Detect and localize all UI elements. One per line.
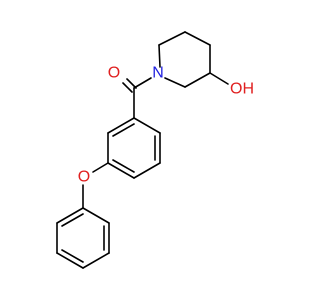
hydroxyl-label: OH: [230, 81, 254, 98]
ring2-bond-3: [82, 252, 110, 269]
bond-c2-c3: [158, 31, 186, 46]
ring1-bond-4: [107, 162, 135, 179]
ring2-bond-1: [82, 207, 110, 224]
bond-c3-c4: [184, 31, 211, 46]
phenyl-ring: [56, 207, 110, 269]
ring2-inner-2: [61, 249, 84, 263]
bond-carbonyl-o-b: [122, 82, 133, 93]
ring1-inner-3: [112, 123, 135, 137]
benzoyl-ring: [107, 117, 161, 179]
bond-c5-oh: [209, 72, 229, 85]
amide-group: [122, 77, 152, 119]
bond-carbonyl-o-a: [126, 78, 137, 89]
ring1-bond-1: [133, 117, 161, 134]
ring2-bond-6: [56, 207, 84, 224]
bond-n-c2: [158, 44, 161, 68]
ring1-bond-3: [133, 162, 161, 179]
ring1-inner-2: [112, 159, 135, 173]
ring1-bond-6: [107, 117, 135, 134]
bond-c6-n: [164, 77, 186, 88]
structure-diagram: O N OH O: [56, 31, 254, 269]
ether-oxygen-label: O: [78, 169, 90, 186]
ring2-bond-4: [56, 252, 84, 269]
piperidine-ring: [158, 31, 211, 88]
ring2-inner-3: [61, 213, 84, 227]
bond-c5-c6: [184, 72, 211, 88]
bond-ring1-ether-o: [92, 162, 109, 173]
bond-n-carbonyl: [133, 77, 152, 89]
ring-nitrogen-label: N: [152, 65, 164, 82]
carbonyl-oxygen-label: O: [108, 65, 120, 82]
